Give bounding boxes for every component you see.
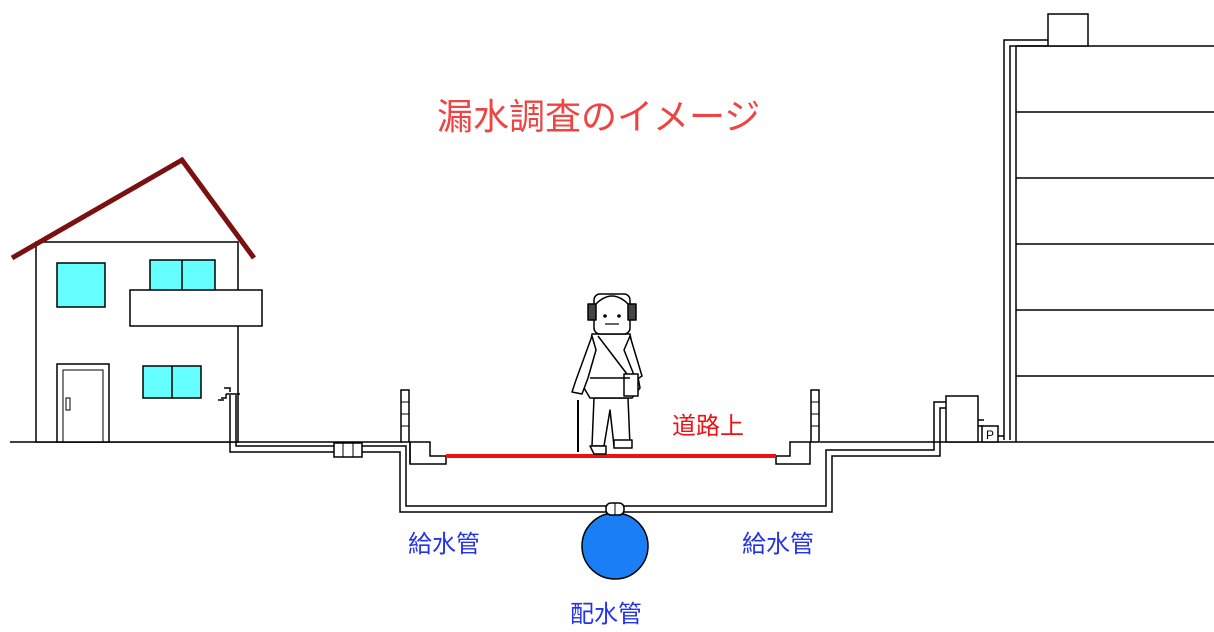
house-balcony (129, 289, 263, 327)
fence-post-right (810, 389, 820, 443)
diagram-title: 漏水調査のイメージ (437, 97, 761, 138)
house-roof (10, 156, 257, 261)
service-pipe-left-label: 給水管 (408, 530, 480, 558)
road-label: 道路上 (672, 412, 744, 440)
receiving-tank (945, 395, 979, 443)
rooftop-water-tank (1047, 13, 1089, 47)
road-section (400, 389, 820, 465)
worker-bag (623, 373, 639, 397)
main-pipe-label: 配水管 (570, 600, 642, 628)
service-pipe-right-label: 給水管 (742, 530, 814, 558)
curb-left (409, 441, 447, 465)
house (10, 156, 263, 443)
fence-post-left (400, 389, 410, 443)
main-pipe-cross-section (581, 512, 649, 580)
pump-icon: P (981, 425, 999, 443)
curb-right (775, 441, 811, 465)
pump-sign: P (986, 428, 994, 442)
headphones-icon (587, 303, 597, 321)
main-pipe (581, 502, 649, 580)
apartment-building: P (945, 13, 1214, 443)
pipe-valve-icon (605, 502, 625, 516)
water-meter-icon (333, 442, 363, 458)
service-pipe-right (620, 401, 946, 513)
house-window-upper-left (56, 262, 106, 308)
worker-legs (591, 397, 631, 447)
faucet-icon (218, 387, 240, 442)
service-pipe-left (229, 442, 608, 513)
worker-arm-left (571, 335, 597, 395)
house-door (56, 363, 110, 443)
leak-survey-worker (571, 293, 643, 455)
